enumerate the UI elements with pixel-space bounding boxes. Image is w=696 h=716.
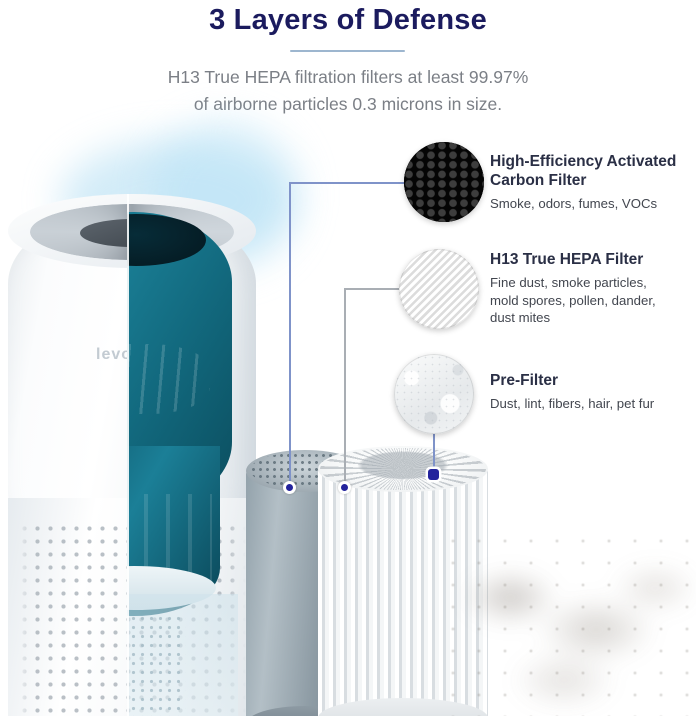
prefilter-speckle-texture: [394, 354, 474, 434]
hepa-pleated-swatch: [399, 249, 479, 329]
callout-prefilter-heading-line-1: Pre-Filter: [490, 372, 559, 389]
hepa-marker-dot: [338, 481, 351, 494]
callout-prefilter: Pre-Filter Dust, lint, fibers, hair, pet…: [490, 371, 696, 413]
callout-hepa-body-line-1: Fine dust, smoke particles,: [490, 275, 647, 290]
carbon-marker-dot: [283, 481, 296, 494]
prefilter-marker-dot: [428, 469, 439, 480]
hepa-leader-vertical: [344, 288, 346, 487]
title-divider: [290, 50, 405, 52]
interior-fan-vanes: [127, 344, 210, 414]
cutaway-interior: [127, 194, 256, 716]
subtitle-line-1: H13 True HEPA filtration filters at leas…: [167, 67, 529, 87]
page-title: 3 Layers of Defense: [209, 4, 487, 36]
callout-prefilter-heading: Pre-Filter: [490, 371, 696, 390]
purifier-cutaway-section: [127, 194, 256, 716]
smoke-particle-specks: [440, 530, 690, 716]
prefilter-fiber-texture: [394, 354, 474, 434]
hepa-pleat-texture: [399, 249, 479, 329]
callout-hepa: H13 True HEPA Filter Fine dust, smoke pa…: [490, 250, 696, 327]
callout-carbon-heading: High-Efficiency Activated Carbon Filter: [490, 152, 696, 190]
carbon-swatch-ring: [404, 142, 484, 222]
prefilter-leader-vertical: [433, 430, 435, 476]
cutaway-edge-highlight: [127, 194, 129, 716]
hepa-swatch-ring: [399, 249, 479, 329]
callout-hepa-body-line-2: mold spores, pollen, dander,: [490, 292, 656, 308]
callout-carbon-body: Smoke, odors, fumes, VOCs: [490, 195, 696, 213]
callout-hepa-heading: H13 True HEPA Filter: [490, 250, 696, 269]
callout-hepa-body-line-3: dust mites: [490, 310, 551, 325]
hepa-leader-horizontal: [344, 288, 406, 290]
carbon-leader-vertical: [289, 182, 291, 487]
air-purifier-illustration: levoit: [0, 120, 696, 716]
carbon-filter-bottom-rim: [246, 706, 364, 716]
callout-carbon-heading-line-2: Carbon Filter: [490, 172, 587, 189]
prefilter-swatch-ring: [394, 354, 474, 434]
carbon-honeycomb-texture-offset: [404, 142, 484, 222]
carbon-leader-horizontal: [289, 182, 405, 184]
callout-prefilter-body-line-1: Dust, lint, fibers, hair, pet fur: [490, 396, 655, 411]
callout-hepa-body: Fine dust, smoke particles, mold spores,…: [490, 274, 696, 327]
callout-prefilter-body: Dust, lint, fibers, hair, pet fur: [490, 395, 696, 413]
interior-mesh-panel: [127, 614, 186, 716]
smoke-particle-cloud: [430, 510, 696, 716]
carbon-honeycomb-swatch: [404, 142, 484, 222]
callout-carbon-body-line-1: Smoke, odors, fumes, VOCs: [490, 196, 658, 211]
callout-hepa-heading-line-1: H13 True HEPA Filter: [490, 251, 644, 268]
subtitle-line-2: of airborne particles 0.3 microns in siz…: [193, 94, 503, 114]
page-subtitle: H13 True HEPA filtration filters at leas…: [0, 64, 696, 118]
callout-carbon: High-Efficiency Activated Carbon Filter …: [490, 152, 696, 213]
prefilter-fiber-swatch: [394, 354, 474, 434]
callout-carbon-heading-line-1: High-Efficiency Activated: [490, 153, 677, 170]
